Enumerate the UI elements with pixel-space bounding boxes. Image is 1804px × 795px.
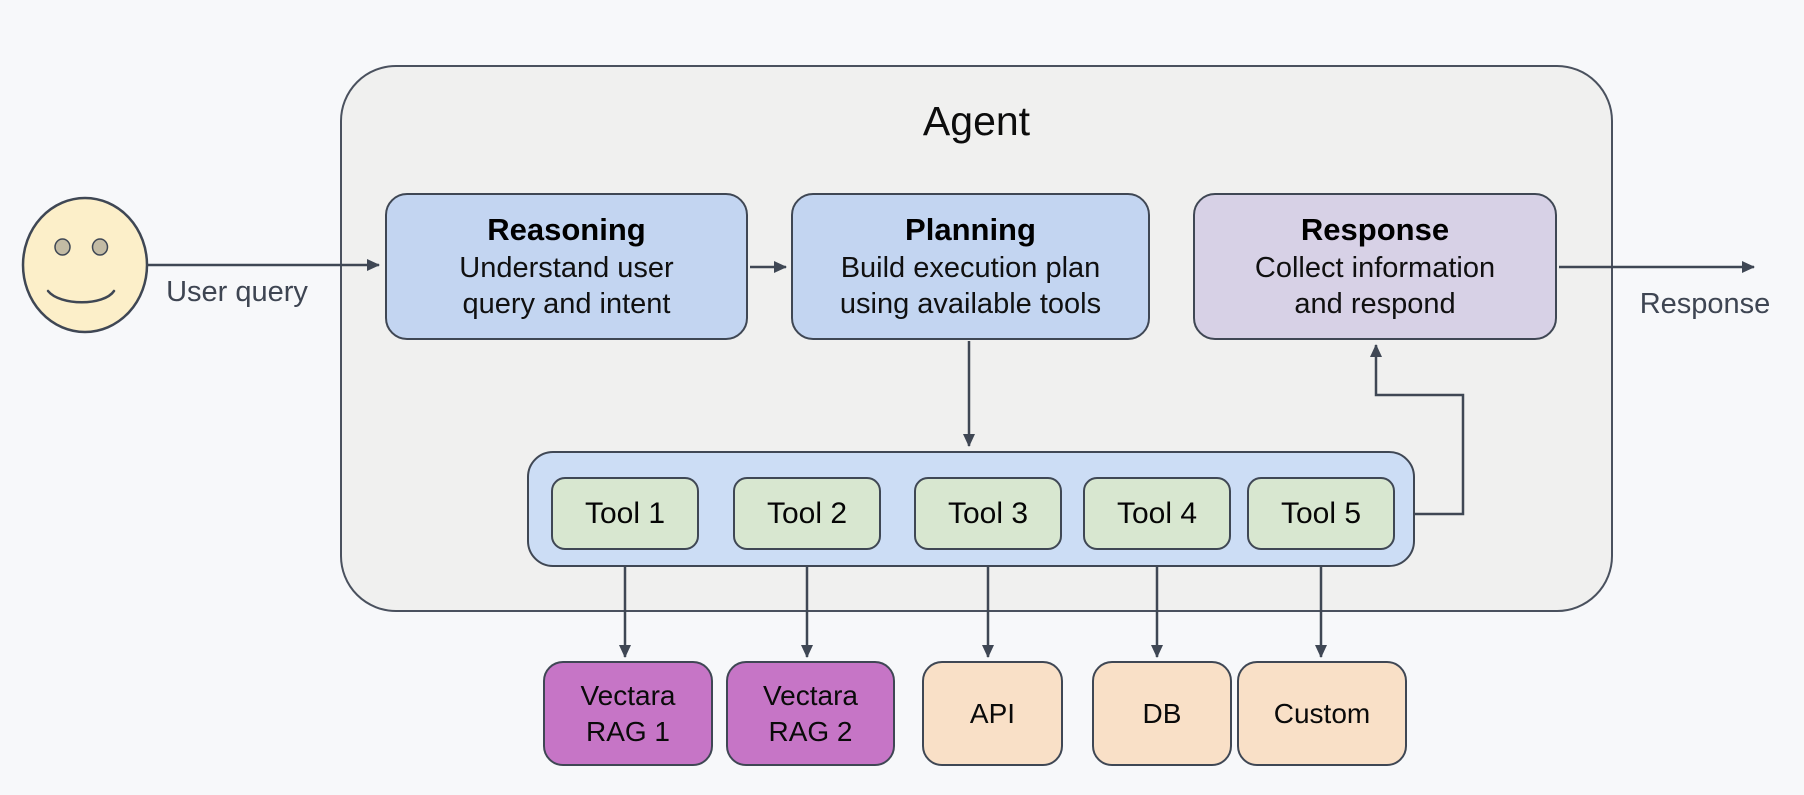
face-smile [46, 289, 116, 304]
face-right-eye [91, 238, 109, 256]
node-tool-5: Tool 5 [1247, 477, 1395, 550]
user-face-icon [21, 196, 149, 334]
node-tool-2: Tool 2 [733, 477, 881, 550]
node-tool-4: Tool 4 [1083, 477, 1231, 550]
node-response: Response Collect information and respond [1193, 193, 1557, 340]
node-tool-3: Tool 3 [914, 477, 1062, 550]
node-vectara-rag-2: Vectara RAG 2 [726, 661, 895, 766]
agent-title: Agent [922, 98, 1031, 144]
node-vectara-rag-1: Vectara RAG 1 [543, 661, 713, 766]
response-description: Collect information and respond [1254, 251, 1496, 320]
response-title: Response [1300, 212, 1450, 248]
planning-title: Planning [905, 212, 1036, 248]
node-tool-1: Tool 1 [551, 477, 699, 550]
reasoning-description: Understand user query and intent [459, 251, 674, 320]
reasoning-title: Reasoning [487, 212, 646, 248]
response-edge-label: Response [1639, 288, 1771, 320]
node-planning: Planning Build execution plan using avai… [791, 193, 1150, 340]
node-custom: Custom [1237, 661, 1407, 766]
face-left-eye [54, 238, 71, 256]
node-reasoning: Reasoning Understand user query and inte… [385, 193, 748, 340]
planning-description: Build execution plan using available too… [839, 251, 1102, 320]
node-api: API [922, 661, 1063, 766]
user-query-edge-label: User query [166, 276, 308, 308]
node-db: DB [1092, 661, 1232, 766]
